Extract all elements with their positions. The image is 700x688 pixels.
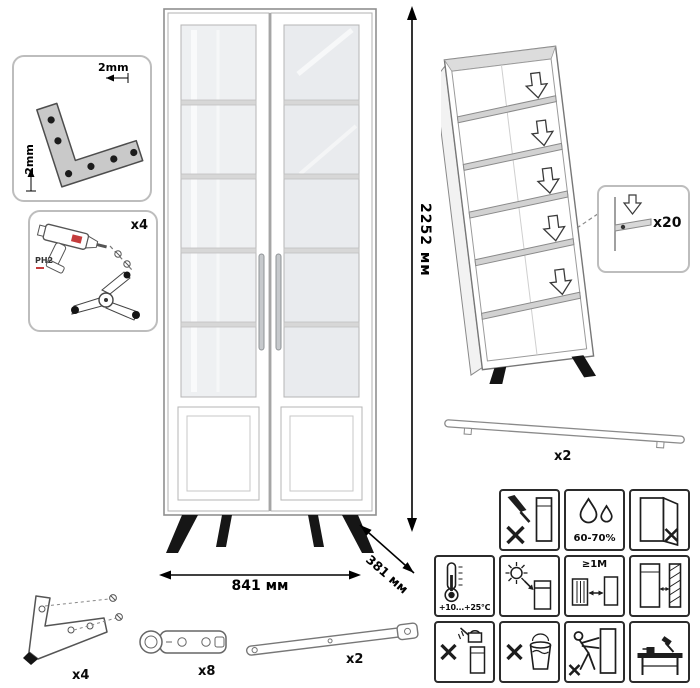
- down-arrow-icon: [524, 71, 573, 296]
- care-cell-assembly-bench: [629, 621, 690, 683]
- leg-part-icon: [71, 271, 140, 321]
- thermometer-icon: [443, 562, 462, 603]
- cabinet-front-drawing: [163, 8, 377, 553]
- height-dimension-arrow: [407, 6, 417, 532]
- humidity-drops-icon: [579, 497, 613, 524]
- height-dimension-label: 2252 мм: [417, 203, 433, 277]
- no-pushing-icon: [568, 628, 616, 676]
- detail-leader-line: [576, 210, 603, 229]
- bracket-offset-side-label: 2mm: [22, 144, 36, 175]
- care-cell-avoid-sunlight: [499, 555, 560, 617]
- screw-icon: [109, 594, 123, 621]
- leg-count-label: x4: [72, 668, 90, 683]
- care-cell-heat-distance: ≥1M: [564, 555, 625, 617]
- corner-bracket-icon: [26, 73, 144, 192]
- corner-bracket-inset: 2mm 2mm: [12, 55, 152, 202]
- care-cell-no-pushing: [564, 621, 625, 683]
- no-sharp-tools-icon: [505, 495, 552, 545]
- shelf-pin-icon: [614, 194, 652, 251]
- drill-icon: [36, 223, 140, 321]
- screw-icon: [114, 250, 131, 268]
- strap-part-detail: x2: [238, 612, 428, 674]
- shelf-pin-detail-inset: x20: [597, 185, 690, 273]
- care-cell-no-sharp-tools: [499, 489, 560, 551]
- care-cell-no-wet-cleaning: [499, 621, 560, 683]
- bracket-offset-top-label: 2mm: [98, 61, 129, 74]
- care-cell-no-door-load: [629, 489, 690, 551]
- no-door-load-icon: [639, 496, 678, 547]
- no-water-icon: [439, 627, 485, 674]
- drill-leg-mounting-inset: x4 PH2: [28, 210, 158, 332]
- temperature-range-label: +10...+25°C: [438, 603, 491, 612]
- strap-count-label: x2: [346, 652, 364, 667]
- care-cell-wall-gap: [629, 555, 690, 617]
- sunlight-icon: [505, 562, 551, 610]
- leg-icon: [23, 594, 123, 665]
- shelves: [456, 95, 582, 320]
- care-cell-no-water: [434, 621, 495, 683]
- handle-bar-icon: [444, 419, 685, 449]
- cabinet-right-door: [270, 12, 373, 512]
- drill-leg-count-label: x4: [130, 218, 148, 233]
- handle-part: x2: [438, 416, 690, 464]
- hinge-part-detail: x8: [136, 620, 236, 682]
- heat-distance-label: ≥1M: [581, 559, 608, 570]
- care-cell-temperature-range: +10...+25°C: [434, 555, 495, 617]
- depth-dimension-arrow: [359, 524, 415, 574]
- cabinet-legs: [166, 515, 374, 553]
- shelf-pin-count-label: x20: [653, 215, 682, 231]
- wall-gap-icon: [639, 563, 681, 608]
- hinge-icon: [139, 630, 227, 654]
- hinge-count-label: x8: [198, 664, 216, 679]
- handle-count-label: x2: [554, 449, 572, 464]
- workbench-icon: [637, 636, 682, 675]
- strap-icon: [245, 622, 419, 656]
- leg-part-detail: x4: [14, 584, 126, 686]
- width-dimension-label: 841 мм: [231, 578, 289, 594]
- humidity-range-label: 60-70%: [573, 533, 616, 544]
- open-cabinet-drawing: [441, 45, 597, 384]
- care-icon-grid: 60-70% +10: [434, 489, 690, 683]
- heat-distance-icon: [571, 576, 618, 606]
- door-handles: [258, 253, 282, 351]
- ph2-bit-label: PH2: [35, 256, 54, 265]
- cabinet-left-door: [167, 12, 270, 512]
- care-cell-humidity: 60-70%: [564, 489, 625, 551]
- grid-spacer: [434, 489, 495, 551]
- no-wet-cleaning-icon: [505, 633, 551, 670]
- width-dimension-arrow: [159, 570, 361, 580]
